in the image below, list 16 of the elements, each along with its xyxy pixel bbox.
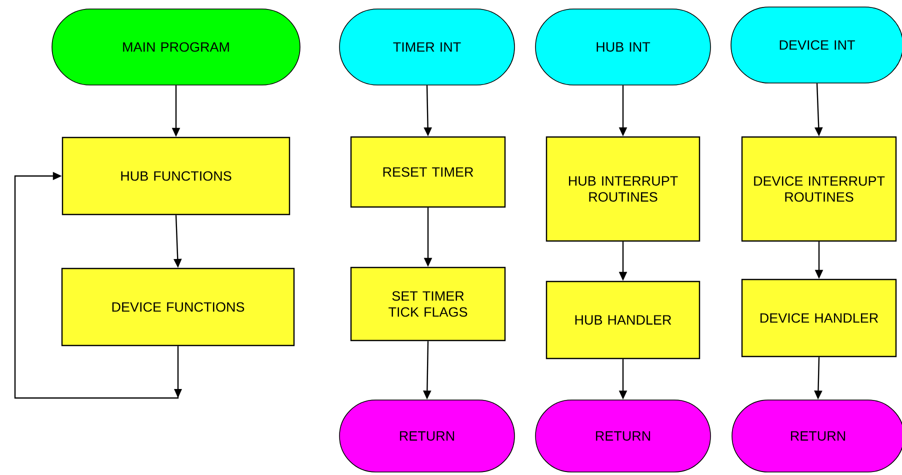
process-box: HUB FUNCTIONS [62, 136, 290, 216]
process-box: DEVICE FUNCTIONS [61, 268, 295, 346]
process-box: HUB HANDLER [546, 280, 700, 360]
terminal-pill: HUB INT [535, 8, 711, 86]
process-box: RESET TIMER [350, 136, 506, 208]
terminal-pill: RETURN [339, 400, 515, 472]
arrow [14, 172, 182, 399]
terminal-pill: RETURN [535, 400, 711, 472]
process-box: SET TIMER TICK FLAGS [350, 266, 506, 342]
terminal-pill: MAIN PROGRAM [52, 8, 300, 86]
process-box: DEVICE HANDLER [741, 278, 897, 358]
terminal-pill: RETURN [732, 400, 902, 472]
process-box: DEVICE INTERRUPT ROUTINES [741, 136, 897, 242]
terminal-pill: DEVICE INT [730, 6, 902, 84]
terminal-pill: TIMER INT [339, 8, 515, 86]
process-box: HUB INTERRUPT ROUTINES [546, 136, 700, 242]
